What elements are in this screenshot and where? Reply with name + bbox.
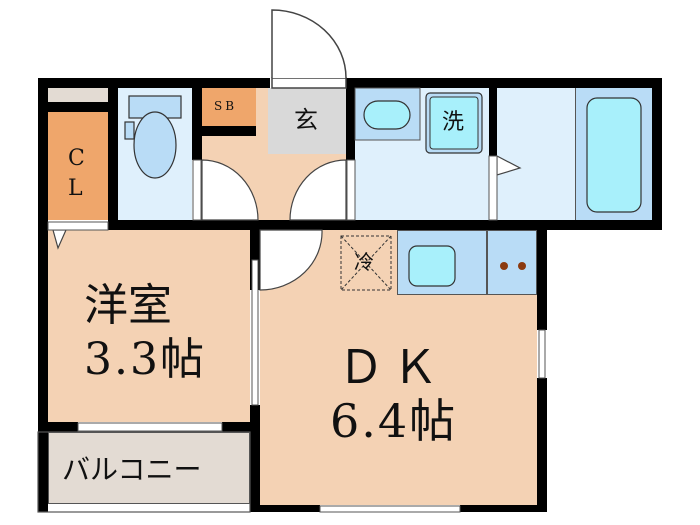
balcony-label: バルコニー xyxy=(62,453,202,486)
window xyxy=(192,159,202,221)
wall xyxy=(108,88,118,230)
wall xyxy=(250,405,260,512)
toilet-icon xyxy=(124,95,182,179)
wall xyxy=(38,78,48,512)
toilet-door xyxy=(201,159,259,221)
window xyxy=(47,221,109,231)
kitchen-sink xyxy=(408,245,456,287)
wall xyxy=(48,422,78,432)
wall xyxy=(537,378,547,512)
wall xyxy=(222,422,250,432)
bath-anteroom xyxy=(497,88,575,220)
closet-shelf xyxy=(48,88,108,102)
fridge-label: 冷 xyxy=(354,250,374,274)
window xyxy=(319,505,461,513)
wall xyxy=(489,88,497,156)
fridge-space xyxy=(340,235,392,291)
kitchen-counter-stove xyxy=(487,230,537,295)
wall xyxy=(118,220,662,230)
closet xyxy=(48,112,108,220)
wall xyxy=(48,102,108,112)
window xyxy=(251,259,259,406)
western-room-size: 3.3帖 xyxy=(84,334,206,385)
stove-burner xyxy=(500,262,508,270)
dk-door xyxy=(259,229,323,291)
window xyxy=(77,422,223,432)
wall xyxy=(192,88,202,160)
stove-burner xyxy=(518,262,526,270)
entrance xyxy=(268,88,346,154)
closet-label-c: C xyxy=(68,146,85,171)
balcony-rail xyxy=(37,431,251,513)
wall xyxy=(260,505,320,512)
washer-label: 洗 xyxy=(442,110,465,135)
bath-door-marker xyxy=(496,155,522,176)
western-room xyxy=(48,230,250,422)
western-room-name: 洋室 xyxy=(84,280,172,331)
wall xyxy=(537,230,547,330)
washroom-door xyxy=(289,159,347,221)
wall xyxy=(460,505,547,512)
bathtub-icon xyxy=(586,97,642,213)
closet-door-marker xyxy=(52,229,67,250)
window xyxy=(488,155,498,221)
entrance-label: 玄 xyxy=(294,106,318,134)
window xyxy=(538,329,546,379)
window xyxy=(346,159,356,221)
wall xyxy=(652,78,662,230)
wall xyxy=(346,88,355,230)
dk-name: ＤＫ xyxy=(338,340,446,394)
dk-size: 6.4帖 xyxy=(330,394,458,448)
shoe-box-label: SB xyxy=(214,99,238,113)
closet-label-l: L xyxy=(68,176,83,201)
wall xyxy=(202,126,256,136)
entrance-door[interactable] xyxy=(271,9,347,89)
wall xyxy=(38,78,270,88)
shoe-box xyxy=(202,88,256,126)
wall xyxy=(346,78,662,88)
